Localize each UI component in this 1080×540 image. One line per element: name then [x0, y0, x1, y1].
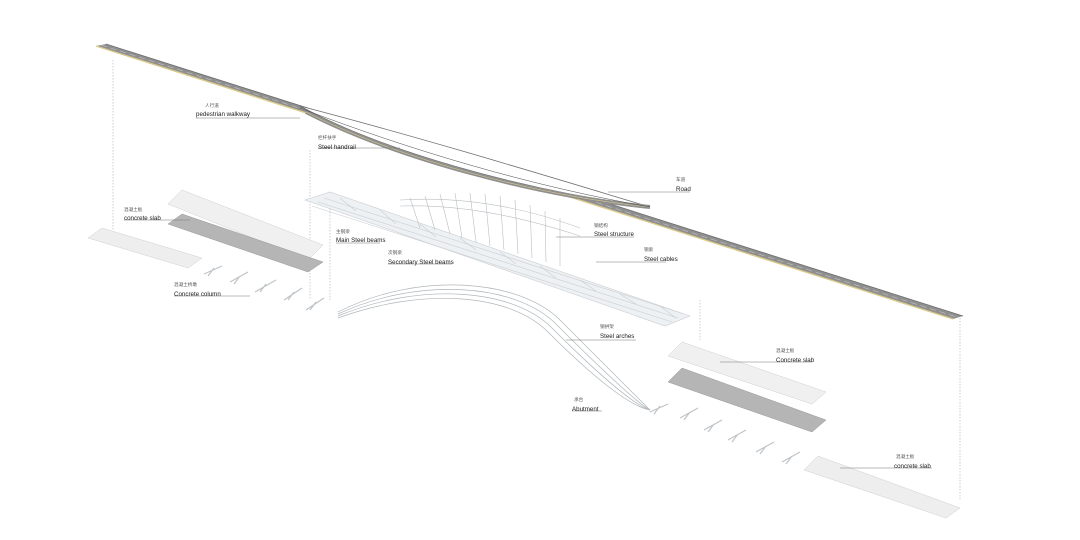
concrete-slab-mid [667, 367, 827, 433]
arches-label: Steel arches [600, 333, 634, 340]
concrete-column [679, 407, 699, 421]
main-beams-label-cn: 主钢梁 [336, 228, 350, 235]
secondary-beams-label: Secondary Steel beams [388, 259, 454, 266]
steel-cables [399, 192, 581, 266]
handrail-label: Steel handrail [318, 144, 356, 151]
alignment-guides [112, 60, 961, 500]
abutment-label: Abutment [572, 406, 599, 413]
left-columns [203, 265, 325, 311]
concrete-column [781, 451, 801, 465]
road-deck [95, 43, 964, 320]
concrete-column [254, 279, 277, 293]
steel-beam-grid [304, 191, 691, 327]
slab-right1-label-cn: 混凝土板 [776, 347, 795, 354]
structure-label: Steel structure [594, 231, 634, 238]
right-concrete-slabs [667, 341, 961, 519]
abutment-label-cn: 承台 [574, 396, 584, 403]
main-beams-label: Main Steel beams [336, 237, 386, 244]
cables-label-cn: 钢索 [644, 246, 654, 253]
column-label: Concrete column [174, 291, 221, 298]
secondary-beams-label-cn: 次钢梁 [388, 249, 402, 256]
labels: 人行道 pedestrian walkway 栏杆扶手 Steel handra… [124, 102, 931, 470]
handrail-label-cn: 栏杆扶手 [318, 134, 337, 141]
steel-arches [337, 284, 651, 411]
road-label: Road [676, 186, 691, 193]
left-concrete-slabs [87, 189, 324, 273]
slab-right2-label: concrete slab [894, 463, 931, 470]
leader-lines [124, 117, 932, 469]
walkway-label: pedestrian walkway [196, 111, 251, 118]
concrete-slab-low [87, 227, 203, 269]
concrete-column [305, 297, 325, 311]
column-label-cn: 混凝土桥墩 [174, 281, 197, 288]
concrete-column [703, 419, 723, 433]
pedestrian-walkway [299, 105, 651, 208]
concrete-column [727, 429, 747, 443]
abutment [649, 403, 669, 415]
concrete-column [755, 441, 775, 455]
slab-right1-label: Concrete slab [776, 357, 815, 364]
structure-label-cn: 钢结构 [594, 222, 608, 229]
concrete-slab-low [803, 455, 961, 519]
slab-left-label: concrete slab [124, 215, 161, 222]
right-columns [649, 403, 801, 465]
arches-label-cn: 钢拱架 [600, 323, 614, 330]
slab-left-label-cn: 混凝土板 [124, 206, 143, 213]
concrete-slab-mid [167, 213, 324, 273]
concrete-column [229, 271, 249, 285]
concrete-column [203, 265, 223, 277]
concrete-slab-top [667, 341, 827, 405]
slab-right2-label-cn: 混凝土板 [896, 453, 915, 460]
concrete-column [283, 287, 303, 301]
road-label-cn: 车道 [676, 176, 686, 183]
cables-label: Steel cables [644, 256, 678, 263]
steel-handrail [299, 107, 651, 208]
walkway-label-cn: 人行道 [205, 102, 219, 109]
